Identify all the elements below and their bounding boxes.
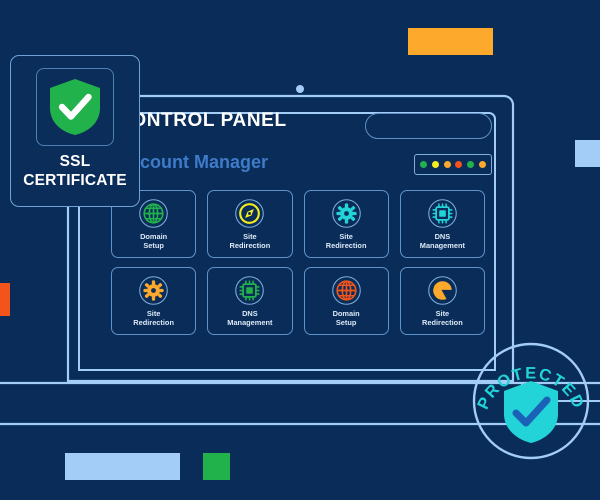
service-tile-label: DNS Management: [419, 232, 465, 251]
service-tile-label: Domain Setup: [140, 232, 168, 251]
ssl-icon-frame: [36, 68, 114, 146]
shield-check-icon: [504, 381, 558, 443]
control-panel-screen: CONTROL PANEL Account Manager Domain Set…: [97, 98, 497, 366]
chip-icon: [235, 276, 265, 305]
page-title: CONTROL PANEL: [117, 110, 287, 131]
service-tile[interactable]: DNS Management: [207, 267, 293, 335]
service-tile-label: DNS Management: [227, 309, 273, 328]
page-subtitle: Account Manager: [117, 152, 269, 172]
search-input[interactable]: [365, 113, 492, 139]
service-tile[interactable]: Site Redirection: [303, 190, 389, 258]
service-tile-grid: Domain Setup Site Redirection: [111, 190, 485, 335]
service-tile-label: Site Redirection: [422, 309, 463, 328]
service-tile[interactable]: Site Redirection: [399, 267, 485, 335]
laptop-webcam-dot: [296, 85, 304, 93]
service-tile-label: Site Redirection: [133, 309, 174, 328]
status-dot-4: [455, 161, 463, 168]
shield-check-icon: [50, 79, 100, 135]
gear-icon: [331, 199, 361, 228]
service-tile[interactable]: Domain Setup: [303, 267, 389, 335]
decorative-rect-orangered-left: [0, 283, 10, 316]
compass-icon: [235, 199, 265, 228]
service-tile-label: Site Redirection: [325, 232, 367, 251]
decorative-rect-blue-right: [575, 140, 600, 167]
status-dot-6: [479, 161, 487, 168]
globe-icon: [139, 199, 168, 228]
status-dot-3: [443, 161, 451, 168]
status-dot-5: [467, 161, 475, 168]
status-indicator-strip: [414, 154, 492, 175]
service-tile-label: Site Redirection: [229, 232, 271, 251]
ssl-card-label: SSL CERTIFICATE: [23, 153, 127, 189]
service-tile[interactable]: DNS Management: [399, 190, 485, 258]
service-tile[interactable]: Site Redirection: [111, 267, 197, 335]
gear-icon: [139, 276, 168, 305]
protected-badge: PROTECTED: [471, 341, 591, 461]
status-dot-2: [431, 161, 439, 168]
pie-chart-icon: [428, 276, 457, 305]
ssl-certificate-card[interactable]: SSL CERTIFICATE: [10, 55, 140, 207]
decorative-rect-green-bottom: [203, 453, 230, 480]
decorative-rect-orange-top: [408, 28, 493, 55]
globe-icon: [331, 276, 361, 305]
service-tile-label: Domain Setup: [332, 309, 360, 328]
chip-icon: [428, 199, 457, 228]
decorative-rect-blue-bottom: [65, 453, 180, 480]
status-dot-1: [419, 161, 427, 168]
service-tile[interactable]: Site Redirection: [207, 190, 293, 258]
protected-badge-ring: [472, 342, 590, 460]
